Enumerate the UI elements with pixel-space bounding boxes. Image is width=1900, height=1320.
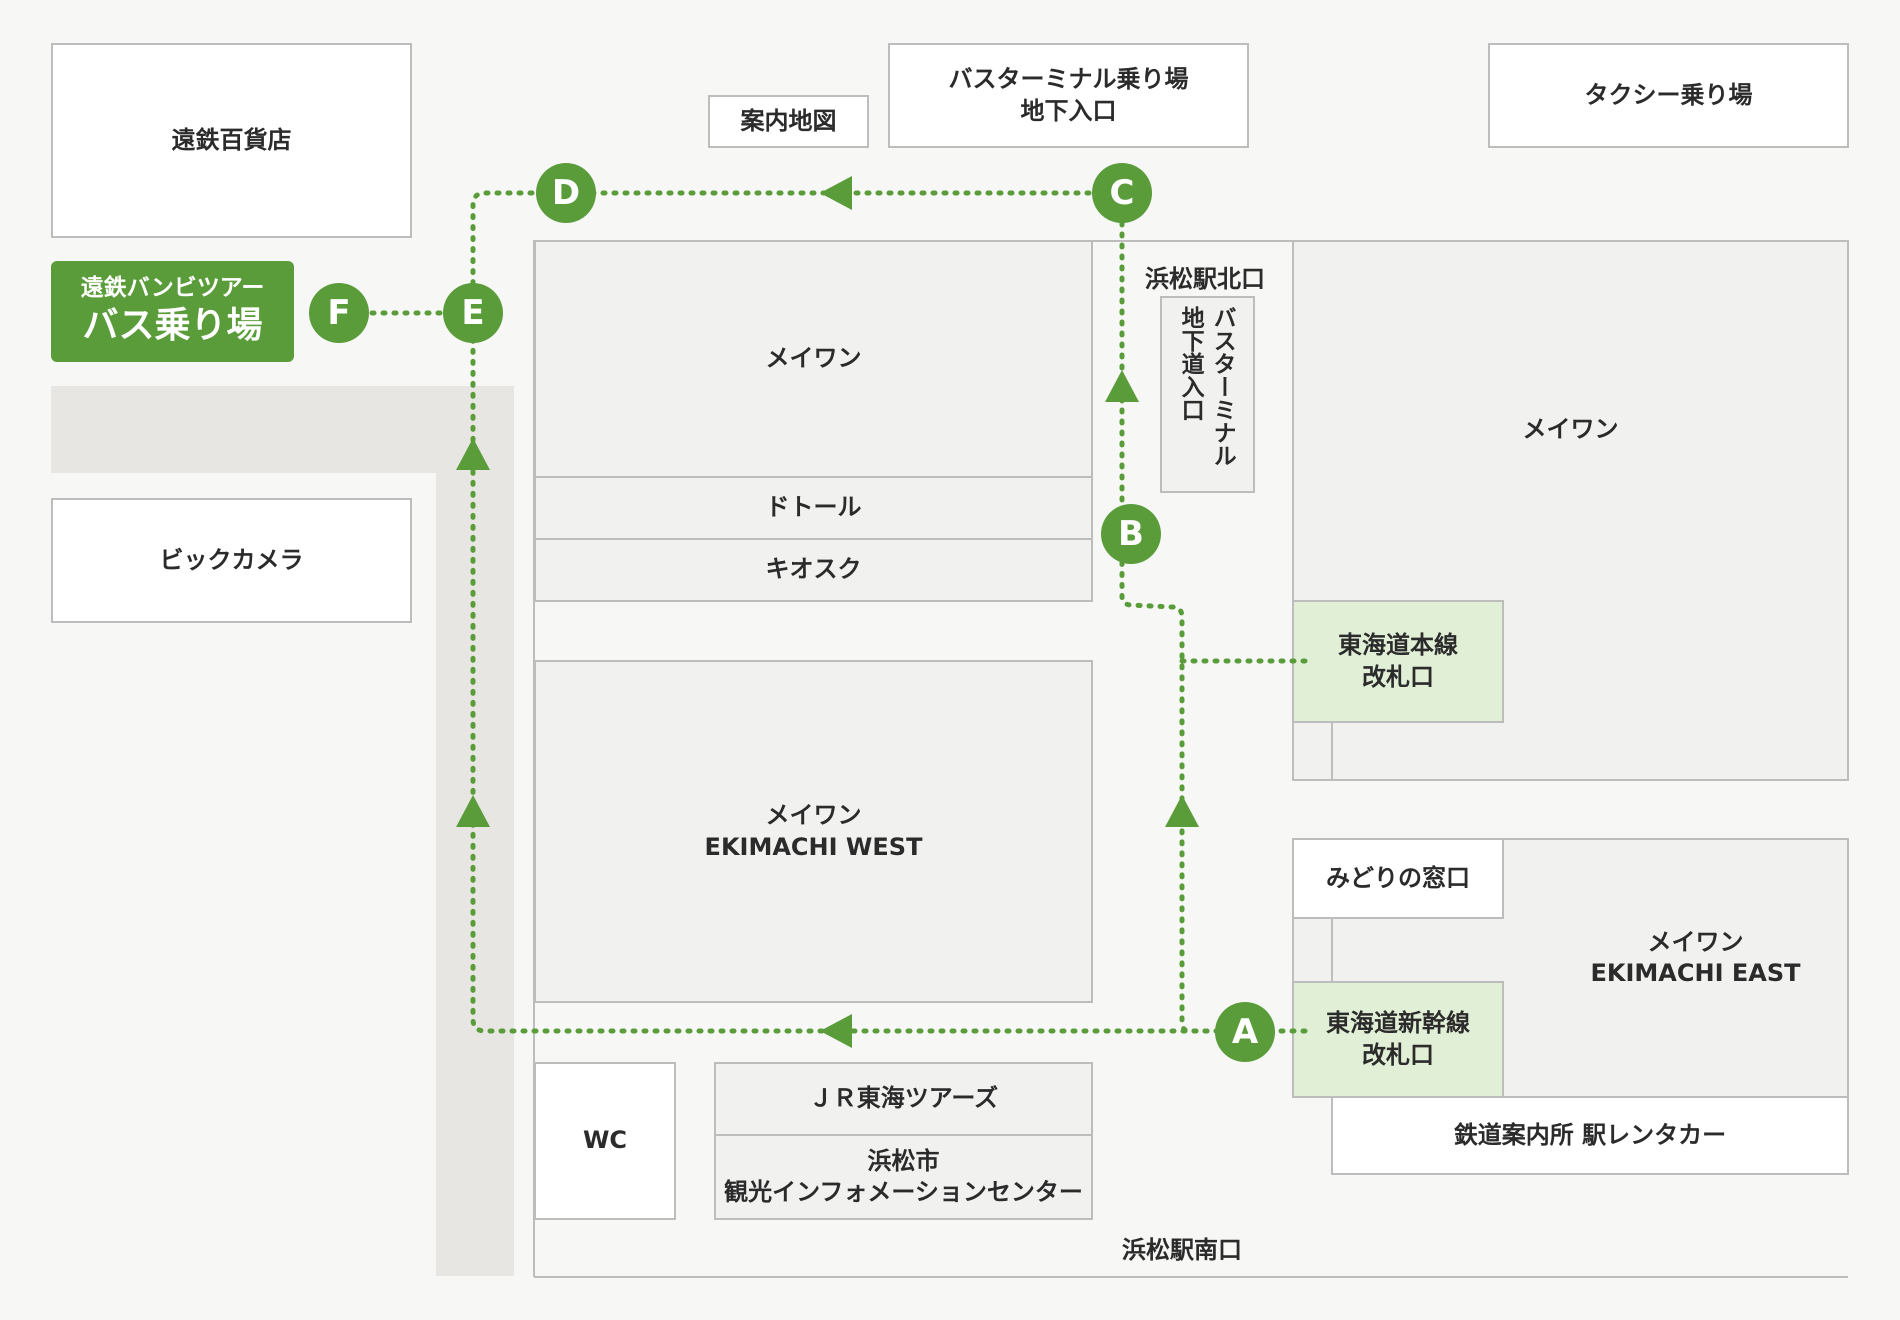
- maywon-west-block: メイワン EKIMACHI WEST: [534, 660, 1093, 1003]
- marker-f: F: [309, 283, 369, 343]
- bus-stop-destination: 遠鉄バンビツアー バス乗り場: [51, 261, 294, 362]
- bus-terminal-entrance-label: バスターミナル乗り場 地下入口: [948, 65, 1189, 125]
- arrow-left-icon: [820, 1014, 852, 1048]
- marker-a: A: [1215, 1002, 1275, 1062]
- maywon-west-label: メイワン EKIMACHI WEST: [704, 801, 923, 861]
- arrow-up-icon: [1165, 795, 1199, 827]
- tokaido-line-gate-label: 東海道本線 改札口: [1338, 631, 1458, 691]
- bus-terminal-underpass: [1160, 296, 1255, 493]
- maywon-north-block: メイワン: [534, 240, 1093, 478]
- arrow-left-icon: [820, 176, 852, 210]
- bus-terminal-underground-entrance: バスターミナル乗り場 地下入口: [888, 43, 1249, 148]
- wc-label: WC: [582, 1126, 628, 1155]
- guide-map: 案内地図: [708, 95, 869, 148]
- tourist-information-center: 浜松市 観光インフォメーションセンター: [714, 1134, 1093, 1220]
- marker-c: C: [1092, 163, 1152, 223]
- underpass-label-col-2: 地下道入口: [1177, 306, 1204, 421]
- bus-stop-subtitle: 遠鉄バンビツアー: [80, 275, 265, 302]
- bic-camera: ビックカメラ: [51, 498, 412, 623]
- bus-stop-title: バス乗り場: [82, 304, 263, 346]
- kiosk-shop: キオスク: [534, 538, 1093, 602]
- marker-b: B: [1101, 504, 1161, 564]
- doutor-shop: ドトール: [534, 476, 1093, 540]
- underpass-label-col-1: バスターミナル: [1209, 306, 1236, 467]
- north-exit-label: 浜松駅北口: [1145, 265, 1265, 293]
- entetsu-department-store-label: 遠鉄百貨店: [171, 125, 292, 154]
- bic-camera-label: ビックカメラ: [159, 545, 304, 574]
- rail-info-label: 鉄道案内所 駅レンタカー: [1453, 1120, 1727, 1149]
- shinkansen-gate-label: 東海道新幹線 改札口: [1326, 1009, 1470, 1069]
- doutor-label: ドトール: [765, 493, 862, 522]
- walkway-strip-vertical: [436, 386, 514, 1276]
- east-upper-small-cell: [1292, 721, 1333, 781]
- marker-d: D: [536, 163, 596, 223]
- arrow-up-icon: [456, 438, 490, 470]
- shinkansen-gate: 東海道新幹線 改札口: [1292, 981, 1504, 1098]
- restroom-wc: WC: [534, 1062, 676, 1220]
- route-a-to-b: [1119, 530, 1243, 1034]
- tokaido-line-gate: 東海道本線 改札口: [1292, 600, 1504, 723]
- maywon-east-upper-label: メイワン: [1522, 415, 1619, 443]
- taxi-stand-label: タクシー乗り場: [1584, 80, 1753, 109]
- tourist-info-label: 浜松市 観光インフォメーションセンター: [724, 1146, 1083, 1206]
- maywon-east-label: メイワン EKIMACHI EAST: [1590, 927, 1801, 987]
- arrow-up-icon: [1105, 370, 1139, 402]
- rail-info-rent-a-car: 鉄道案内所 駅レンタカー: [1331, 1096, 1849, 1175]
- arrow-up-icon: [456, 795, 490, 827]
- south-exit-label: 浜松駅南口: [1122, 1236, 1242, 1264]
- jr-tours-label: ＪＲ東海ツアーズ: [808, 1084, 999, 1113]
- maywon-north-label: メイワン: [765, 344, 862, 373]
- guide-map-label: 案内地図: [740, 106, 837, 135]
- entetsu-department-store: 遠鉄百貨店: [51, 43, 412, 238]
- midori-label: みどりの窓口: [1326, 863, 1470, 892]
- taxi-stand: タクシー乗り場: [1488, 43, 1849, 148]
- east-lower-small-cell: [1292, 917, 1333, 983]
- midori-ticket-office: みどりの窓口: [1292, 838, 1504, 919]
- kiosk-label: キオスク: [765, 555, 862, 584]
- route-a-to-e: [470, 310, 1243, 1034]
- marker-e: E: [443, 283, 503, 343]
- route-d-to-e: [470, 190, 568, 316]
